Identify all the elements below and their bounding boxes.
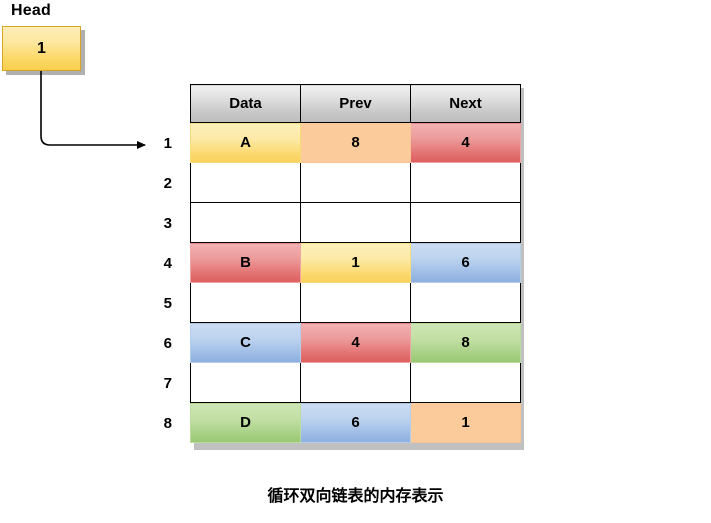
cell-data: B xyxy=(190,242,301,283)
cell-prev: 4 xyxy=(300,322,411,363)
cell-next: 4 xyxy=(410,122,521,163)
cell-data xyxy=(190,362,301,403)
cell-data: C xyxy=(190,322,301,363)
table-header-row: Data Prev Next xyxy=(190,84,521,123)
table-row xyxy=(190,202,521,243)
cell-next xyxy=(410,282,521,323)
cell-next: 8 xyxy=(410,322,521,363)
cell-next xyxy=(410,362,521,403)
cell-prev: 6 xyxy=(300,402,411,443)
cell-prev: 1 xyxy=(300,242,411,283)
row-index-6: 6 xyxy=(163,335,172,352)
cell-data: D xyxy=(190,402,301,443)
cell-prev xyxy=(300,362,411,403)
cell-data xyxy=(190,282,301,323)
table-row xyxy=(190,362,521,403)
row-index-1: 1 xyxy=(163,135,172,152)
cell-next xyxy=(410,202,521,243)
head-node-box: 1 xyxy=(2,26,81,71)
column-header-prev: Prev xyxy=(300,84,411,123)
row-index-5: 5 xyxy=(163,295,172,312)
cell-data: A xyxy=(190,122,301,163)
cell-next: 6 xyxy=(410,242,521,283)
head-node-value: 1 xyxy=(37,39,46,57)
cell-data xyxy=(190,162,301,203)
column-header-next: Next xyxy=(410,84,521,123)
cell-data xyxy=(190,202,301,243)
cell-prev xyxy=(300,202,411,243)
head-label: Head xyxy=(11,2,51,19)
row-index-2: 2 xyxy=(163,175,172,192)
row-index-7: 7 xyxy=(163,375,172,392)
cell-next xyxy=(410,162,521,203)
table-row xyxy=(190,162,521,203)
cell-prev xyxy=(300,162,411,203)
cell-prev xyxy=(300,282,411,323)
pointer-arrow-path xyxy=(40,71,146,149)
row-index-3: 3 xyxy=(163,215,172,232)
diagram-caption: 循环双向链表的内存表示 xyxy=(267,488,444,505)
row-index-4: 4 xyxy=(163,255,172,272)
table-row xyxy=(190,282,521,323)
column-header-data: Data xyxy=(190,84,301,123)
cell-next: 1 xyxy=(410,402,521,443)
cell-prev: 8 xyxy=(300,122,411,163)
row-index-8: 8 xyxy=(163,415,172,432)
